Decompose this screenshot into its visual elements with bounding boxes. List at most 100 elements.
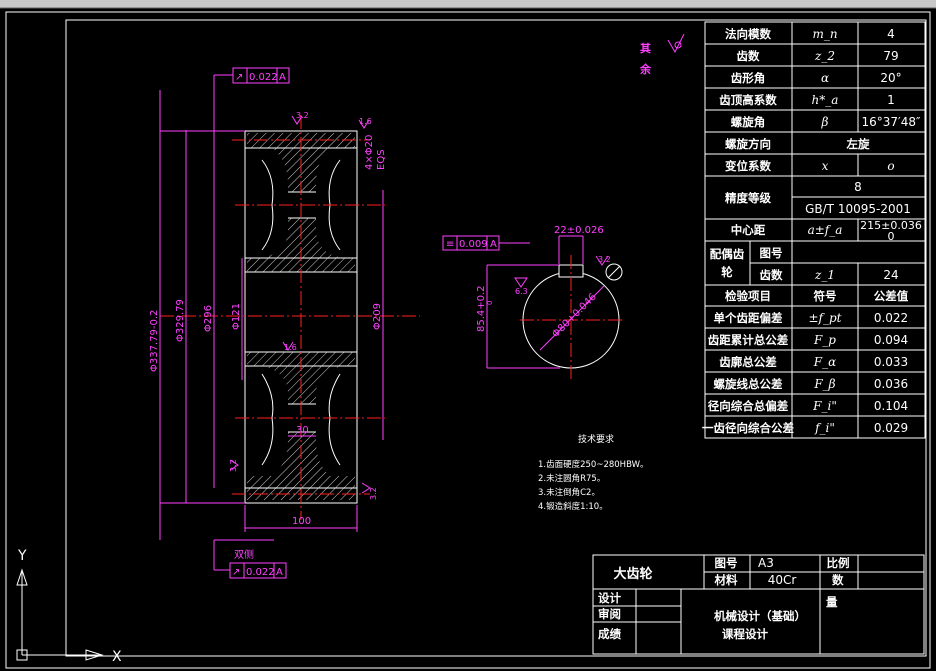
param-name-teeth: 齿数 bbox=[737, 49, 760, 63]
dim-width: 100 bbox=[292, 516, 311, 527]
fcf-runout-top-symbol: ↗ bbox=[235, 72, 243, 83]
param-value-helix-angle: 16°37′48″ bbox=[861, 115, 921, 129]
ucs-icon: Y X bbox=[16, 548, 122, 665]
title-block: 大齿轮 图号 A3 比例 材料 40Cr 数 量 设计 审阅 成绩 机械设计（基… bbox=[592, 554, 925, 655]
param-table-frame bbox=[704, 21, 926, 439]
symmetry-target-slash bbox=[607, 265, 621, 279]
fcf-symmetry-value: 0.009 bbox=[459, 239, 488, 250]
dim-line-bore-detail bbox=[539, 285, 605, 351]
dim-keyway-depth-sub: 0 bbox=[486, 301, 494, 305]
dim-eqs: EQS bbox=[376, 149, 387, 170]
fcf-symmetry-symbol: ≡ bbox=[446, 239, 454, 250]
roughness-other-symbol bbox=[667, 33, 685, 54]
ucs-y-arrow bbox=[16, 568, 28, 586]
tech-req-item-1: 1.齿面硬度250~280HBW。 bbox=[538, 459, 649, 470]
roughness-keyway-left: 6.3 bbox=[515, 287, 528, 296]
dim-rim-diameter: Φ296 bbox=[203, 305, 214, 332]
dim-web: 30 bbox=[296, 425, 309, 436]
inspection-value-5: 0.104 bbox=[874, 399, 908, 413]
inspection-value-4: 0.036 bbox=[874, 377, 908, 391]
param-name-addendum: 齿顶高系数 bbox=[719, 93, 777, 107]
param-value-center-distance-sub: 0 bbox=[888, 230, 895, 243]
param-value-accuracy-standard: GB/T 10095-2001 bbox=[805, 202, 911, 216]
param-table-rows bbox=[705, 43, 925, 417]
inspection-name-3: 齿廓总公差 bbox=[719, 355, 777, 369]
title-part-name: 大齿轮 bbox=[613, 566, 652, 582]
roughness-other-circle bbox=[674, 41, 682, 49]
ucs-y-label: Y bbox=[17, 548, 27, 564]
dim-bore-diameter: Φ209 bbox=[372, 303, 383, 330]
param-value-shift: o bbox=[887, 159, 894, 173]
param-name-helix-direction: 螺旋方向 bbox=[725, 137, 771, 151]
ucs-origin-box bbox=[16, 649, 28, 661]
other-roughness-note: 其 余 bbox=[639, 33, 685, 76]
roughness-mark-top-1 bbox=[291, 115, 303, 125]
roughness-mark-right-bottom bbox=[361, 482, 371, 494]
inspection-name-1: 单个齿距偏差 bbox=[714, 311, 783, 325]
param-value-addendum: 1 bbox=[887, 93, 895, 107]
title-course-line2: 课程设计 bbox=[722, 627, 768, 641]
param-symbol-teeth: z_2 bbox=[814, 49, 835, 63]
mating-row2-symbol: z_1 bbox=[814, 268, 835, 282]
web-curve-left-top bbox=[261, 159, 274, 251]
param-table-cols bbox=[749, 22, 859, 438]
param-value-module: 4 bbox=[887, 27, 895, 41]
roughness-keyway-right: 3.2 bbox=[598, 255, 611, 264]
dim-outer-diameter: Φ337.79-0.2 bbox=[149, 310, 160, 372]
title-grade: 成绩 bbox=[598, 627, 621, 641]
title-material-label: 材料 bbox=[715, 573, 738, 587]
symmetry-target bbox=[605, 263, 623, 281]
mating-row2-label: 齿数 bbox=[760, 268, 783, 282]
drawing-frame bbox=[65, 19, 927, 657]
param-symbol-pressure-angle: α bbox=[821, 71, 829, 85]
dim-holes: 4×Φ20 bbox=[364, 135, 375, 170]
web-curve-right-bottom bbox=[328, 373, 341, 466]
inspection-symbol-3: F_α bbox=[813, 355, 836, 369]
roughness-right-bottom: 3.2 bbox=[369, 487, 378, 500]
param-value-pressure-angle: 20° bbox=[880, 71, 901, 85]
title-reviewer: 审阅 bbox=[598, 607, 621, 621]
inspection-symbol-5: F_i" bbox=[812, 399, 837, 413]
fcf-runout-bottom-datum: A bbox=[276, 567, 283, 578]
fcf-runout-top bbox=[232, 67, 290, 84]
mating-row2-value: 24 bbox=[883, 268, 898, 282]
inspection-header-item: 检验项目 bbox=[725, 289, 771, 303]
inspection-symbol-1: ±f_pt bbox=[809, 311, 842, 325]
roughness-mark-left-mid bbox=[282, 341, 294, 351]
tech-req-item-3: 3.未注倒角C2。 bbox=[538, 487, 600, 498]
fcf-runout-top-value: 0.022 bbox=[249, 72, 278, 83]
param-value-accuracy-grade: 8 bbox=[854, 180, 862, 194]
dim-keyway-depth: 85.4+0.2 bbox=[476, 285, 487, 332]
roughness-top-1: 3.2 bbox=[296, 111, 309, 120]
mating-row1-label: 图号 bbox=[760, 246, 783, 260]
title-course-line1: 机械设计（基础） bbox=[714, 609, 806, 623]
param-symbol-helix-angle: β bbox=[821, 115, 829, 129]
param-name-center-distance: 中心距 bbox=[731, 223, 766, 237]
gear-section-view: Φ337.79-0.2 Φ329.79 Φ296 Φ121 Φ209 4×Φ20… bbox=[149, 67, 420, 579]
param-name-accuracy: 精度等级 bbox=[725, 191, 771, 205]
roughness-mark-keyway-left bbox=[514, 277, 528, 288]
param-value-center-distance: 215±0.036 bbox=[860, 219, 922, 232]
inspection-name-2: 齿距累计总公差 bbox=[708, 333, 789, 347]
param-name-helix-angle: 螺旋角 bbox=[731, 115, 766, 129]
inspection-value-3: 0.033 bbox=[874, 355, 908, 369]
title-block-frame bbox=[592, 554, 925, 655]
mating-label-line1: 配偶齿 bbox=[710, 247, 745, 261]
title-designer: 设计 bbox=[598, 591, 621, 605]
viewport-top-bar bbox=[0, 0, 936, 8]
rim-hatch-bottom bbox=[247, 432, 355, 500]
title-qty-label-2: 量 bbox=[826, 595, 838, 609]
inspection-symbol-4: F_β bbox=[813, 377, 835, 391]
ucs-x-label: X bbox=[112, 649, 122, 665]
inspection-symbol-2: F_p bbox=[813, 333, 836, 347]
fcf-symmetry-datum: A bbox=[490, 239, 497, 250]
dim-bore-detail: Φ80+0.046 bbox=[550, 292, 599, 341]
mating-label-line2: 轮 bbox=[721, 265, 733, 279]
roughness-other-char2: 余 bbox=[639, 62, 652, 76]
dim-tip-diameter: Φ329.79 bbox=[175, 299, 186, 342]
inspection-header-value: 公差值 bbox=[874, 289, 909, 303]
roughness-left-bottom: 3.2 bbox=[229, 459, 238, 472]
inspection-value-6: 0.029 bbox=[874, 421, 908, 435]
inspection-value-2: 0.094 bbox=[874, 333, 908, 347]
